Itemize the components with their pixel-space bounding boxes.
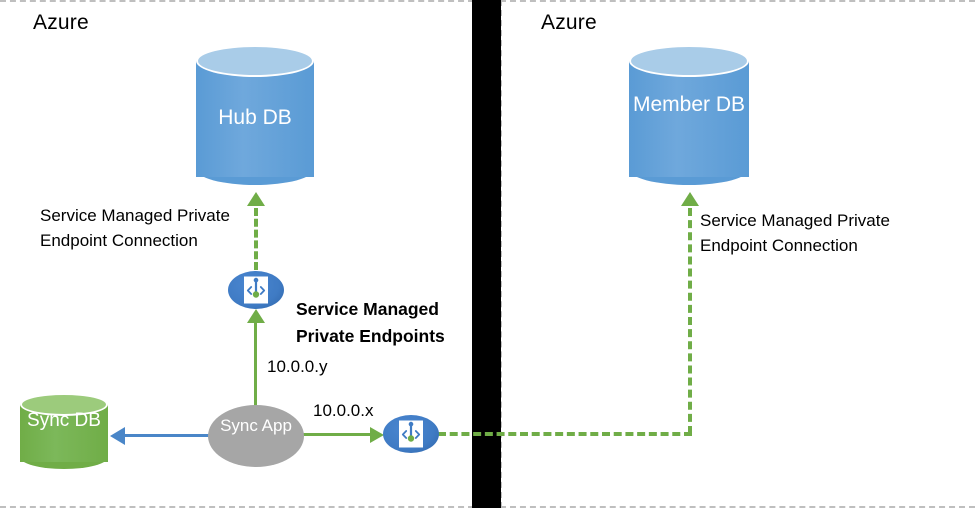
sync-app-to-hub-endpoint-line xyxy=(254,322,257,420)
sync-app-to-sync-db-line xyxy=(125,434,217,437)
sync-app-to-sync-db-arrowhead xyxy=(110,427,125,445)
sync-app-node: Sync App xyxy=(208,405,304,467)
private-link-icon-hub[interactable] xyxy=(228,271,284,309)
network-divider xyxy=(472,0,501,508)
private-link-icon-member[interactable] xyxy=(383,415,439,453)
member-db-body xyxy=(629,61,749,177)
hub-endpoint-ip-label: 10.0.0.y xyxy=(267,357,328,376)
hub-db-node: Hub DB xyxy=(196,45,314,193)
hub-connection-caption: Service Managed Private Endpoint Connect… xyxy=(40,206,230,250)
sync-db-top xyxy=(20,393,108,416)
member-endpoint-ip-label: 10.0.0.x xyxy=(313,401,374,420)
sync-db-node: Sync DB xyxy=(20,393,108,471)
member-endpoint-horizontal-line xyxy=(438,432,692,436)
private-link-icon-plate xyxy=(244,276,268,304)
sync-app-to-member-endpoint-line xyxy=(300,433,372,436)
member-connection-arrowhead xyxy=(681,192,699,206)
service-managed-private-endpoints-heading: Service Managed Private Endpoints xyxy=(296,299,445,346)
sync-app-label: Sync App xyxy=(220,416,292,435)
hub-connection-arrowhead xyxy=(247,192,265,206)
sync-app-to-hub-endpoint-arrowhead xyxy=(247,309,265,323)
private-link-icon-plate xyxy=(399,420,423,448)
hub-db-top xyxy=(196,45,314,77)
panel-title-left: Azure xyxy=(33,11,89,34)
member-db-top xyxy=(629,45,749,77)
member-db-node: Member DB xyxy=(629,45,749,193)
member-endpoint-vertical-line xyxy=(688,208,692,434)
sync-app-to-member-endpoint-arrowhead xyxy=(370,427,384,443)
panel-title-right: Azure xyxy=(541,11,597,34)
hub-db-body xyxy=(196,61,314,177)
member-connection-caption: Service Managed Private Endpoint Connect… xyxy=(700,211,890,255)
hub-private-endpoint-connection-line xyxy=(254,208,258,270)
